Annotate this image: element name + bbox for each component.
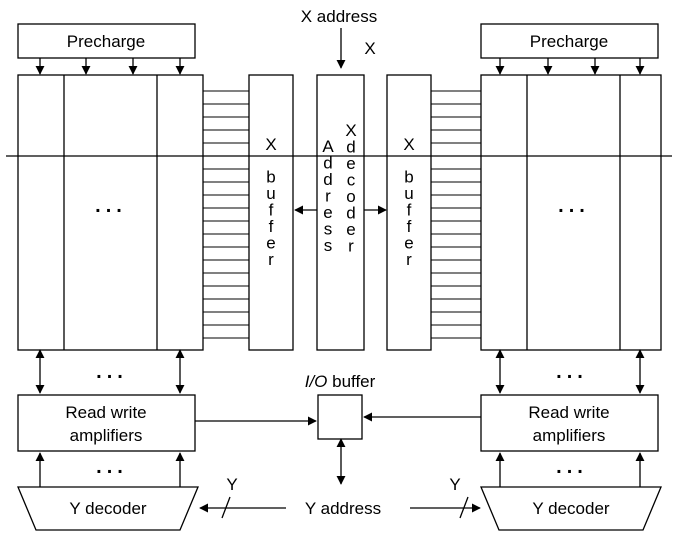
- read-write-right-line1: Read write: [528, 403, 609, 422]
- y-address-label: Y address: [305, 499, 381, 518]
- y-decoder-right: [480, 486, 662, 531]
- read-write-left-line2: amplifiers: [70, 426, 143, 445]
- x-decoder: [316, 74, 365, 351]
- word-lines-right: [431, 90, 481, 339]
- x-address-bus-label: X: [364, 39, 375, 58]
- read-write-amplifiers-right: [480, 394, 659, 452]
- word-lines-left: [203, 90, 249, 339]
- precharge-left-label: Precharge: [67, 32, 145, 51]
- ellipsis-columns-right: ...: [558, 195, 590, 217]
- ellipsis-ydecoder-right: ...: [556, 456, 588, 478]
- bus-slash-right: [459, 496, 469, 519]
- io-buffer-label: I/O buffer: [305, 372, 376, 391]
- y-decoder-left-label: Y decoder: [69, 499, 147, 518]
- memory-array-right: [480, 74, 662, 351]
- bus-slash-left: [221, 496, 231, 519]
- x-buffer-right: [386, 74, 432, 351]
- ellipsis-columns-left: ...: [95, 195, 127, 217]
- ellipsis-ydecoder-left: ...: [96, 456, 128, 478]
- x-buffer-left: [248, 74, 294, 351]
- y-decoder-right-label: Y decoder: [532, 499, 610, 518]
- memory-array-left: [17, 74, 204, 351]
- x-address-label: X address: [301, 7, 378, 26]
- y-bus-label-right: Y: [449, 475, 460, 494]
- ellipsis-bitlines-right: ...: [556, 361, 588, 383]
- io-buffer: [317, 394, 363, 440]
- read-write-amplifiers-left: [17, 394, 196, 452]
- y-decoder-left: [17, 486, 199, 531]
- left-block: Precharge ...: [17, 23, 294, 531]
- precharge-left: [17, 23, 196, 59]
- ellipsis-bitlines-left: ...: [96, 361, 128, 383]
- read-write-left-line1: Read write: [65, 403, 146, 422]
- y-bus-label-left: Y: [226, 475, 237, 494]
- precharge-right: [480, 23, 659, 59]
- precharge-right-label: Precharge: [530, 32, 608, 51]
- read-write-right-line2: amplifiers: [533, 426, 606, 445]
